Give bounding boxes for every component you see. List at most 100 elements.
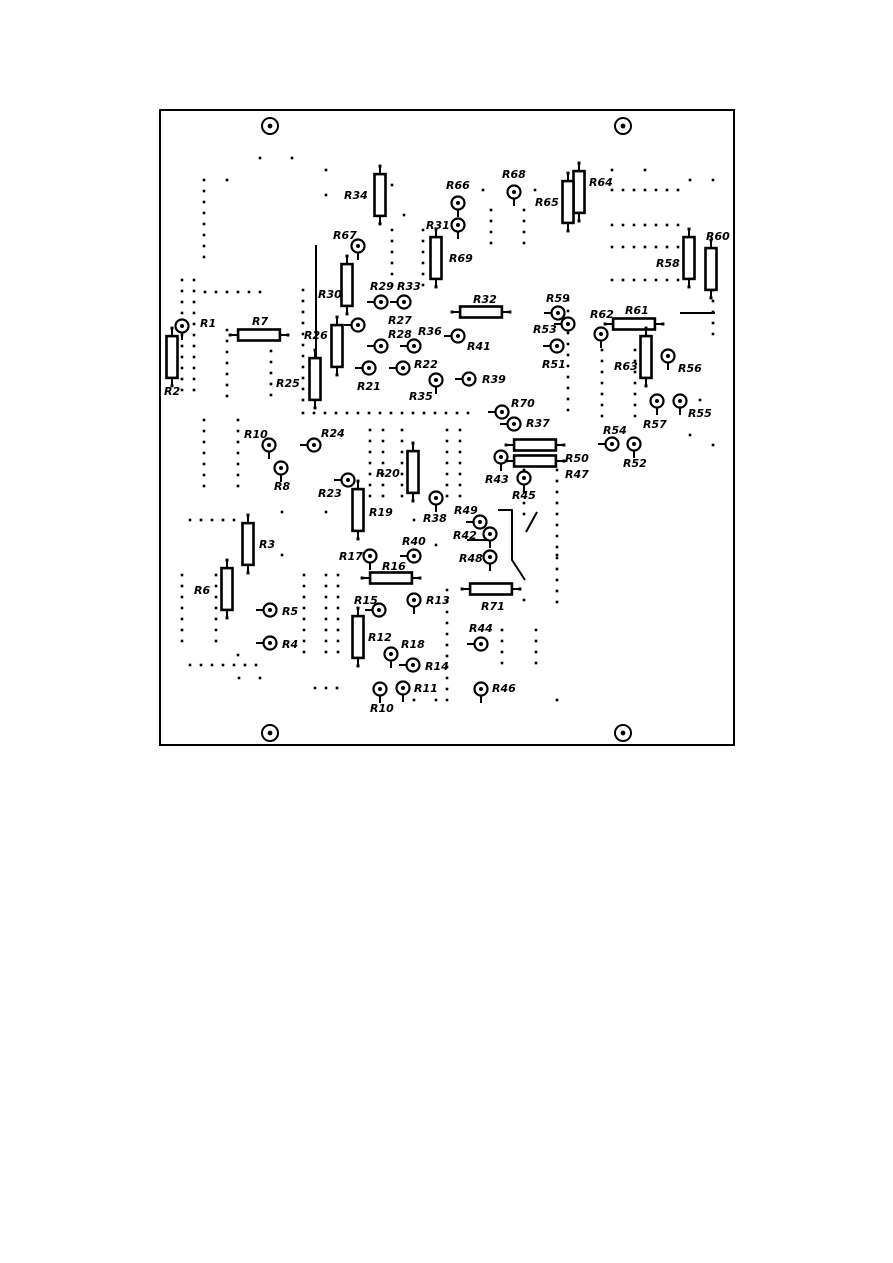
via-dot: [368, 428, 372, 432]
component-label: R20: [376, 467, 400, 480]
component-label: R66: [446, 179, 470, 192]
via-dot: [301, 343, 305, 347]
via-dot: [192, 322, 196, 326]
via-dot: [489, 208, 493, 212]
via-dot: [555, 589, 559, 593]
resistor-pad: [313, 348, 317, 352]
resistor-body: [340, 262, 354, 308]
via-dot: [202, 484, 206, 488]
component-label: R11: [414, 682, 438, 695]
via-dot: [389, 411, 393, 415]
via-dot: [202, 178, 206, 182]
resistor-pad: [360, 576, 364, 580]
via-dot: [269, 382, 273, 386]
via-dots: [180, 156, 715, 702]
via-dot: [225, 383, 229, 387]
via-dot: [214, 290, 218, 294]
via-dot: [445, 450, 449, 454]
resistor-pad: [709, 296, 713, 300]
via-dot: [390, 250, 394, 254]
via-dot: [269, 349, 273, 353]
component-r22: R22: [389, 358, 438, 376]
via-dot: [258, 156, 262, 160]
via-dot: [434, 543, 438, 547]
via-dot: [302, 595, 306, 599]
via-dot: [444, 411, 448, 415]
via-dot: [412, 698, 416, 702]
component-r28: R28: [367, 328, 412, 354]
via-dot: [711, 332, 715, 336]
via-dot: [633, 370, 637, 374]
via-dot: [421, 272, 425, 276]
component-r6: R6: [194, 558, 234, 620]
via-dot: [301, 376, 305, 380]
via-dot: [458, 439, 462, 443]
via-dot: [555, 490, 559, 494]
component-label: R39: [482, 373, 506, 386]
via-dot: [236, 451, 240, 455]
component-label: R30: [318, 288, 342, 301]
component-r32: R32: [450, 293, 512, 319]
via-dot: [600, 414, 604, 418]
component-r52: R52: [623, 436, 647, 470]
component-r50: R50: [504, 438, 589, 465]
via-dot: [489, 230, 493, 234]
component-label: R33: [397, 280, 421, 293]
via-dot: [422, 411, 426, 415]
board-outline: [159, 109, 735, 746]
via-dot: [301, 299, 305, 303]
via-dot: [202, 462, 206, 466]
component-r40: R40: [400, 535, 426, 564]
via-dot: [336, 650, 340, 654]
component-r54: R54: [598, 424, 627, 452]
via-dot: [566, 408, 570, 412]
via-dot: [500, 639, 504, 643]
pad-center: [412, 598, 416, 602]
via-dot: [610, 188, 614, 192]
via-dot: [400, 472, 404, 476]
resistor-pad: [411, 499, 415, 503]
via-dot: [445, 698, 449, 702]
via-dot: [600, 348, 604, 352]
via-dot: [301, 310, 305, 314]
via-dot: [489, 219, 493, 223]
via-dot: [180, 300, 184, 304]
component-r1: R1: [174, 317, 216, 340]
via-dot: [180, 606, 184, 610]
component-label: R23: [318, 487, 342, 500]
component-label: R49: [454, 504, 478, 517]
via-dot: [214, 595, 218, 599]
component-label: R6: [194, 584, 210, 597]
via-dot: [534, 628, 538, 632]
resistor-pad: [356, 479, 360, 483]
via-dot: [324, 510, 328, 514]
resistor-pad: [504, 459, 508, 463]
pad-center: [467, 377, 471, 381]
via-dot: [400, 439, 404, 443]
via-dot: [458, 428, 462, 432]
component-r30: R30: [318, 254, 354, 316]
via-dot: [421, 239, 425, 243]
via-dot: [232, 663, 236, 667]
pad-center: [411, 663, 415, 667]
via-dot: [390, 239, 394, 243]
pad-center: [500, 410, 504, 414]
component-r26: R26: [304, 315, 344, 377]
via-dot: [302, 573, 306, 577]
via-dot: [312, 411, 316, 415]
via-dot: [534, 639, 538, 643]
component-r43: R43: [485, 449, 509, 486]
pad-center: [180, 324, 184, 328]
component-r57: R57: [643, 393, 667, 431]
pad-center: [655, 399, 659, 403]
mounting-hole-drill: [267, 730, 273, 736]
pad-center: [479, 687, 483, 691]
component-r70: R70: [488, 397, 535, 420]
resistor-body: [330, 323, 344, 369]
via-dot: [381, 472, 385, 476]
via-dot: [237, 676, 241, 680]
via-dot: [445, 665, 449, 669]
via-dot: [688, 433, 692, 437]
via-dot: [180, 366, 184, 370]
